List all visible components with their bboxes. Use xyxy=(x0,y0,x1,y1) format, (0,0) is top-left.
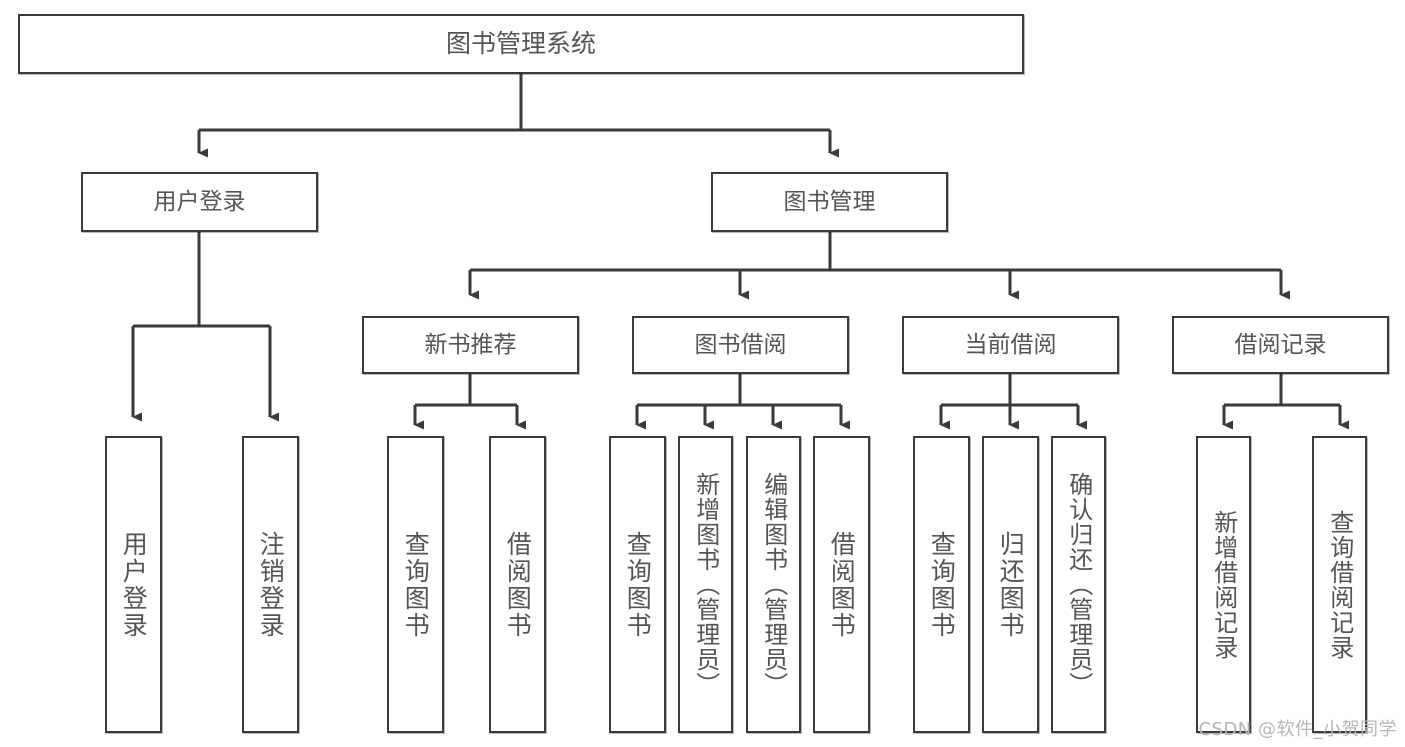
leaf-borrow-book-borrow[interactable]: 借阅图书 xyxy=(813,436,870,733)
leaf-add-borrow-record[interactable]: 新增借阅记录 xyxy=(1196,436,1251,733)
leaf-query-book-current[interactable]: 查询图书 xyxy=(913,436,970,733)
node-label: 借阅图书 xyxy=(503,530,533,639)
leaf-return-book[interactable]: 归还图书 xyxy=(982,436,1039,733)
leaf-user-login[interactable]: 用户登录 xyxy=(105,436,162,733)
leaf-add-book-admin[interactable]: 新增图书（管理员） xyxy=(678,436,733,733)
node-label: 查询图书 xyxy=(927,530,957,639)
node-label: 确认归还（管理员） xyxy=(1064,472,1093,697)
node-label: 新增图书（管理员） xyxy=(691,472,720,697)
node-new-book-recommend[interactable]: 新书推荐 xyxy=(362,316,579,374)
node-label: 用户登录 xyxy=(119,530,149,639)
leaf-query-book-borrow[interactable]: 查询图书 xyxy=(609,436,666,733)
node-label: 归还图书 xyxy=(996,530,1026,639)
leaf-confirm-return-admin[interactable]: 确认归还（管理员） xyxy=(1051,436,1106,733)
node-label: 新增借阅记录 xyxy=(1209,509,1238,660)
node-label: 借阅记录 xyxy=(1234,331,1327,358)
node-book-borrow[interactable]: 图书借阅 xyxy=(632,316,849,374)
node-root-system[interactable]: 图书管理系统 xyxy=(18,14,1024,74)
node-current-borrow[interactable]: 当前借阅 xyxy=(902,316,1119,374)
watermark-text: CSDN @软件_小贺同学 xyxy=(1198,719,1397,740)
node-label: 查询图书 xyxy=(623,530,653,639)
node-label: 当前借阅 xyxy=(964,331,1057,358)
node-label: 图书借阅 xyxy=(694,331,787,358)
leaf-borrow-book-recommend[interactable]: 借阅图书 xyxy=(489,436,546,733)
leaf-query-borrow-record[interactable]: 查询借阅记录 xyxy=(1312,436,1367,733)
node-book-management[interactable]: 图书管理 xyxy=(711,172,948,232)
node-borrow-record[interactable]: 借阅记录 xyxy=(1172,316,1389,374)
node-label: 图书管理系统 xyxy=(445,28,596,58)
node-label: 注销登录 xyxy=(256,530,286,639)
node-label: 借阅图书 xyxy=(827,530,857,639)
node-label: 查询借阅记录 xyxy=(1325,509,1354,660)
leaf-edit-book-admin[interactable]: 编辑图书（管理员） xyxy=(746,436,801,733)
node-label: 编辑图书（管理员） xyxy=(759,472,788,697)
node-label: 图书管理 xyxy=(783,188,876,215)
leaf-logout[interactable]: 注销登录 xyxy=(242,436,299,733)
node-user-login[interactable]: 用户登录 xyxy=(81,172,318,232)
leaf-query-book-recommend[interactable]: 查询图书 xyxy=(387,436,444,733)
node-label: 用户登录 xyxy=(153,188,246,215)
node-label: 查询图书 xyxy=(401,530,431,639)
node-label: 新书推荐 xyxy=(424,331,517,358)
